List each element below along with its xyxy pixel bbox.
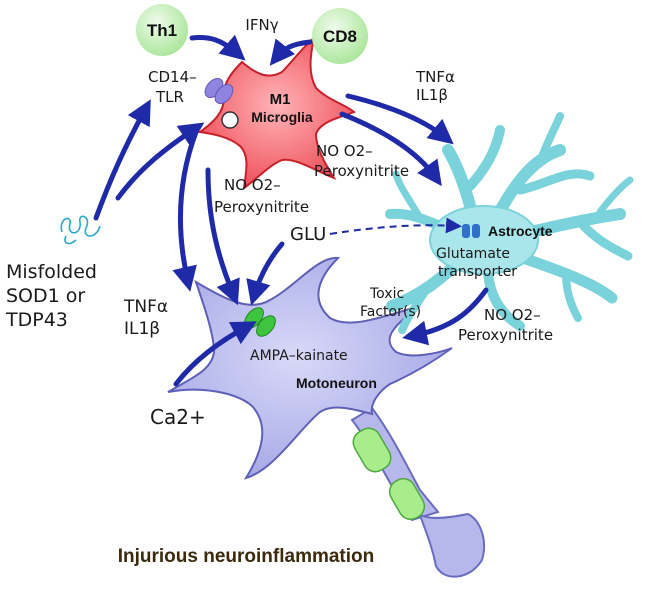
myelin-sheath-1 <box>352 427 392 473</box>
m1-label: M1 <box>270 91 291 108</box>
misfolded-label-1: Misfolded <box>6 261 97 283</box>
astrocyte-label: Astrocyte <box>488 223 553 239</box>
microglia-receptor-circle <box>221 111 239 129</box>
cd8-label: CD8 <box>323 27 357 46</box>
glu-label: GLU <box>290 224 326 245</box>
il1b-left-label: IL1β <box>124 319 160 339</box>
peroxynitrite-label-2: Peroxynitrite <box>214 198 309 216</box>
no-o2-label-1: NO O2– <box>316 142 373 160</box>
arrow-misfolded-to-microglia <box>115 122 205 201</box>
arrow-th1-to-microglia <box>189 34 246 61</box>
glutamate-label: Glutamate <box>436 246 510 262</box>
tnfa-top-label: TNFα <box>415 68 455 86</box>
arrow-glu-to-astrocyte <box>329 217 462 235</box>
no-o2-label-2: NO O2– <box>224 176 281 194</box>
arrow-microglia-to-astrocyte-no <box>339 111 442 187</box>
pathway-arrows <box>93 34 489 387</box>
tnfa-left-label: TNFα <box>123 297 168 317</box>
arrow-misfolded-to-cd14 <box>93 99 151 221</box>
arrow-microglia-to-neuron-tnf <box>172 129 199 292</box>
tlr-label: TLR <box>155 88 184 106</box>
glutamate-transporter-receptor <box>462 224 480 238</box>
motoneuron-cell <box>167 256 486 578</box>
misfolded-label-3: TDP43 <box>5 309 68 331</box>
arrow-astrocyte-to-neuron <box>402 287 489 346</box>
arrow-cd8-to-microglia <box>269 38 313 66</box>
no-o2-label-3: NO O2– <box>484 306 541 324</box>
toxic-label-2: Factor(s) <box>360 304 421 320</box>
calcium-label: Ca2+ <box>150 405 206 429</box>
th1-label: Th1 <box>147 21 177 40</box>
toxic-label-1: Toxic <box>369 286 404 302</box>
cd14-label: CD14– <box>148 68 197 86</box>
transporter-label: transporter <box>438 264 517 280</box>
misfolded-protein-icon <box>60 215 101 245</box>
motoneuron-label: Motoneuron <box>296 375 377 391</box>
arrow-glu-to-neuron <box>246 241 285 306</box>
misfolded-label-2: SOD1 or <box>6 285 85 307</box>
ifng-label: IFNγ <box>245 16 278 34</box>
ampa-kainate-label: AMPA–kainate <box>250 348 348 364</box>
il1b-top-label: IL1β <box>416 86 448 104</box>
microglia-label: Microglia <box>251 109 313 125</box>
cd8-cell <box>312 8 368 64</box>
myelin-sheath-2 <box>388 477 426 521</box>
peroxynitrite-label-1: Peroxynitrite <box>314 162 409 180</box>
peroxynitrite-label-3: Peroxynitrite <box>458 326 553 344</box>
caption: Injurious neuroinflammation <box>118 546 375 567</box>
cd14-tlr-receptor <box>204 77 234 105</box>
arrow-ca-to-receptor <box>173 321 257 387</box>
th1-cell <box>136 4 188 56</box>
arrow-microglia-to-astrocyte-tnf <box>345 93 454 145</box>
arrow-microglia-to-neuron-no <box>205 167 240 306</box>
